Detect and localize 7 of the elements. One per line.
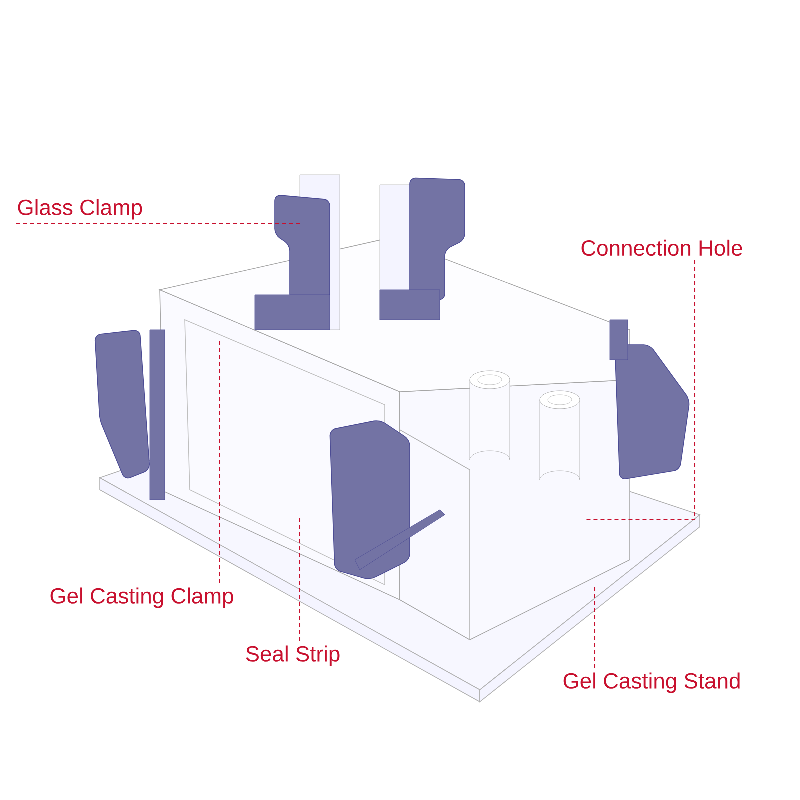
callout-label: Gel Casting Clamp <box>50 588 234 608</box>
leader-line <box>594 584 596 670</box>
callout-label: Seal Strip <box>246 646 340 666</box>
leader-line <box>584 260 696 520</box>
callout-label: Gel Casting Stand <box>564 672 740 694</box>
callout-label: Connection Hole <box>582 240 742 256</box>
callout-label: Glass Clamp <box>18 199 142 220</box>
